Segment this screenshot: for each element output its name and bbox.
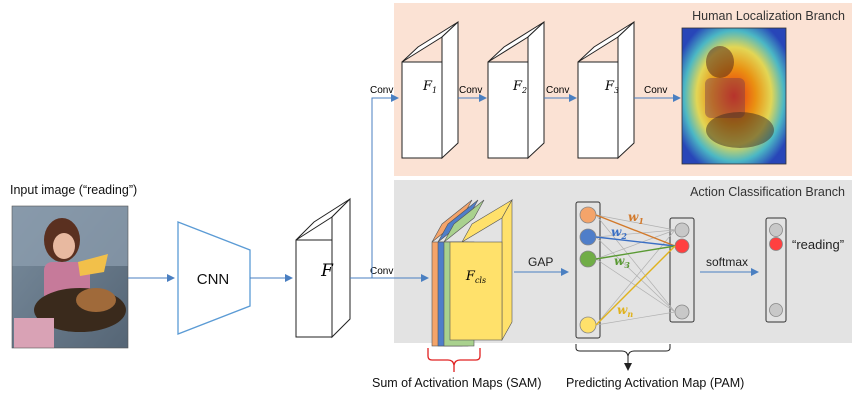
gap-node-3 bbox=[579, 250, 597, 268]
f2-base: F bbox=[512, 79, 523, 94]
pam-bracket bbox=[575, 344, 671, 357]
output-class-label: “reading” bbox=[792, 237, 844, 252]
feature-map-f3: F3 bbox=[577, 20, 635, 160]
feature-label: F bbox=[320, 261, 334, 281]
gap-node-2 bbox=[579, 228, 597, 246]
fc-node-1 bbox=[674, 222, 690, 238]
weight-line-3 bbox=[595, 245, 676, 260]
fc-node-2 bbox=[674, 238, 690, 254]
pam-caption: Predicting Activation Map (PAM) bbox=[566, 376, 744, 390]
input-image-caption: Input image (“reading”) bbox=[10, 183, 137, 197]
localization-heatmap-image bbox=[681, 27, 787, 165]
gap-node-1 bbox=[579, 206, 597, 224]
conv-label-f1-f2: Conv bbox=[459, 85, 482, 96]
conv-label-f3-heatmap: Conv bbox=[644, 85, 667, 96]
gap-node-n bbox=[579, 316, 597, 334]
gap-label: GAP bbox=[528, 255, 553, 269]
weight-line-2 bbox=[595, 236, 676, 247]
feature-map-f1: F1 bbox=[401, 20, 459, 160]
weight-label-n: wn bbox=[617, 303, 633, 319]
sam-bracket bbox=[427, 348, 481, 366]
f2-sub: 2 bbox=[521, 86, 527, 95]
softmax-label: softmax bbox=[706, 255, 748, 269]
arrow-feature-human bbox=[371, 94, 399, 278]
action-classification-branch: Action Classification Branch Fcls GAP bbox=[394, 180, 852, 347]
feature-map-f2: F2 bbox=[487, 20, 545, 160]
conv-label-action: Conv bbox=[370, 266, 393, 277]
shared-feature-map: F bbox=[295, 197, 351, 339]
action-branch-title: Action Classification Branch bbox=[690, 185, 845, 199]
weight-label-2: w2 bbox=[611, 225, 627, 241]
svg-text:F1: F1 bbox=[422, 79, 437, 95]
human-localization-branch: Human Localization Branch F1 F2 F3 bbox=[394, 3, 852, 176]
svg-text:F2: F2 bbox=[512, 79, 527, 95]
weight-label-1: w1 bbox=[628, 210, 644, 226]
output-node-3 bbox=[769, 303, 783, 317]
f1-base: F bbox=[422, 79, 433, 94]
weight-label-3: w3 bbox=[614, 254, 630, 270]
fc-node-3 bbox=[674, 304, 690, 320]
cnn-block: CNN bbox=[177, 221, 251, 335]
human-branch-title: Human Localization Branch bbox=[692, 9, 845, 23]
f3-sub: 3 bbox=[614, 86, 619, 95]
fcls-sub: cls bbox=[475, 276, 486, 285]
output-node-2 bbox=[769, 237, 783, 251]
cnn-label: CNN bbox=[197, 271, 230, 288]
input-image bbox=[11, 205, 129, 349]
conv-label-human: Conv bbox=[370, 85, 393, 96]
f3-base: F bbox=[604, 79, 615, 94]
svg-text:Fcls: Fcls bbox=[465, 269, 486, 285]
f1-sub: 1 bbox=[432, 86, 437, 95]
activation-map-stack: Fcls bbox=[431, 198, 513, 347]
fcls-base: F bbox=[465, 269, 476, 284]
weight-line-1 bbox=[595, 214, 676, 247]
sam-caption: Sum of Activation Maps (SAM) bbox=[372, 376, 542, 390]
svg-text:F3: F3 bbox=[604, 79, 619, 95]
conv-label-f2-f3: Conv bbox=[546, 85, 569, 96]
weight-line-n bbox=[595, 245, 676, 326]
output-node-1 bbox=[769, 223, 783, 237]
fc-connections bbox=[595, 214, 676, 326]
